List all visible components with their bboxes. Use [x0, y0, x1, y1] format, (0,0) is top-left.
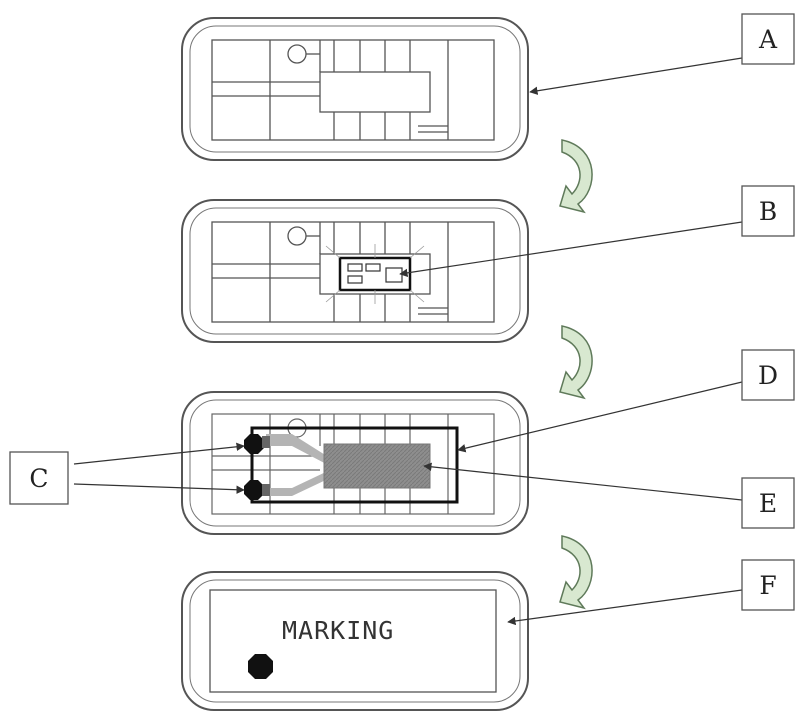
svg-text:F: F: [759, 571, 776, 600]
marking-label: MARKING: [282, 616, 394, 645]
callout-d: D: [741, 349, 795, 401]
svg-text:D: D: [758, 361, 778, 390]
callout-e: E: [741, 477, 795, 529]
contact-dots: [244, 434, 264, 500]
callout-a: A: [741, 13, 795, 65]
process-arrow-1: [559, 139, 593, 214]
card-step-3: [181, 391, 529, 535]
svg-text:C: C: [29, 464, 48, 493]
chip-leads: [266, 434, 330, 496]
svg-text:E: E: [759, 489, 777, 518]
svg-text:A: A: [758, 25, 778, 54]
callout-b: B: [741, 185, 795, 237]
chip-module: [325, 244, 425, 304]
callout-f: F: [741, 559, 795, 611]
process-arrow-2: [559, 325, 593, 400]
callout-c: C: [9, 451, 69, 505]
card-step-1: [181, 17, 529, 161]
leader-lines: [73, 57, 743, 626]
circuit-pattern: [211, 39, 495, 141]
chip-die: [323, 443, 431, 489]
marking-dot: [248, 654, 273, 679]
svg-text:B: B: [759, 197, 777, 226]
process-arrow-3: [559, 535, 593, 610]
card-step-4: MARKING: [181, 571, 529, 711]
antenna-frame: [250, 426, 459, 504]
circuit-pattern: [211, 413, 495, 515]
card-step-2: [181, 199, 529, 343]
circuit-pattern: [211, 221, 495, 323]
